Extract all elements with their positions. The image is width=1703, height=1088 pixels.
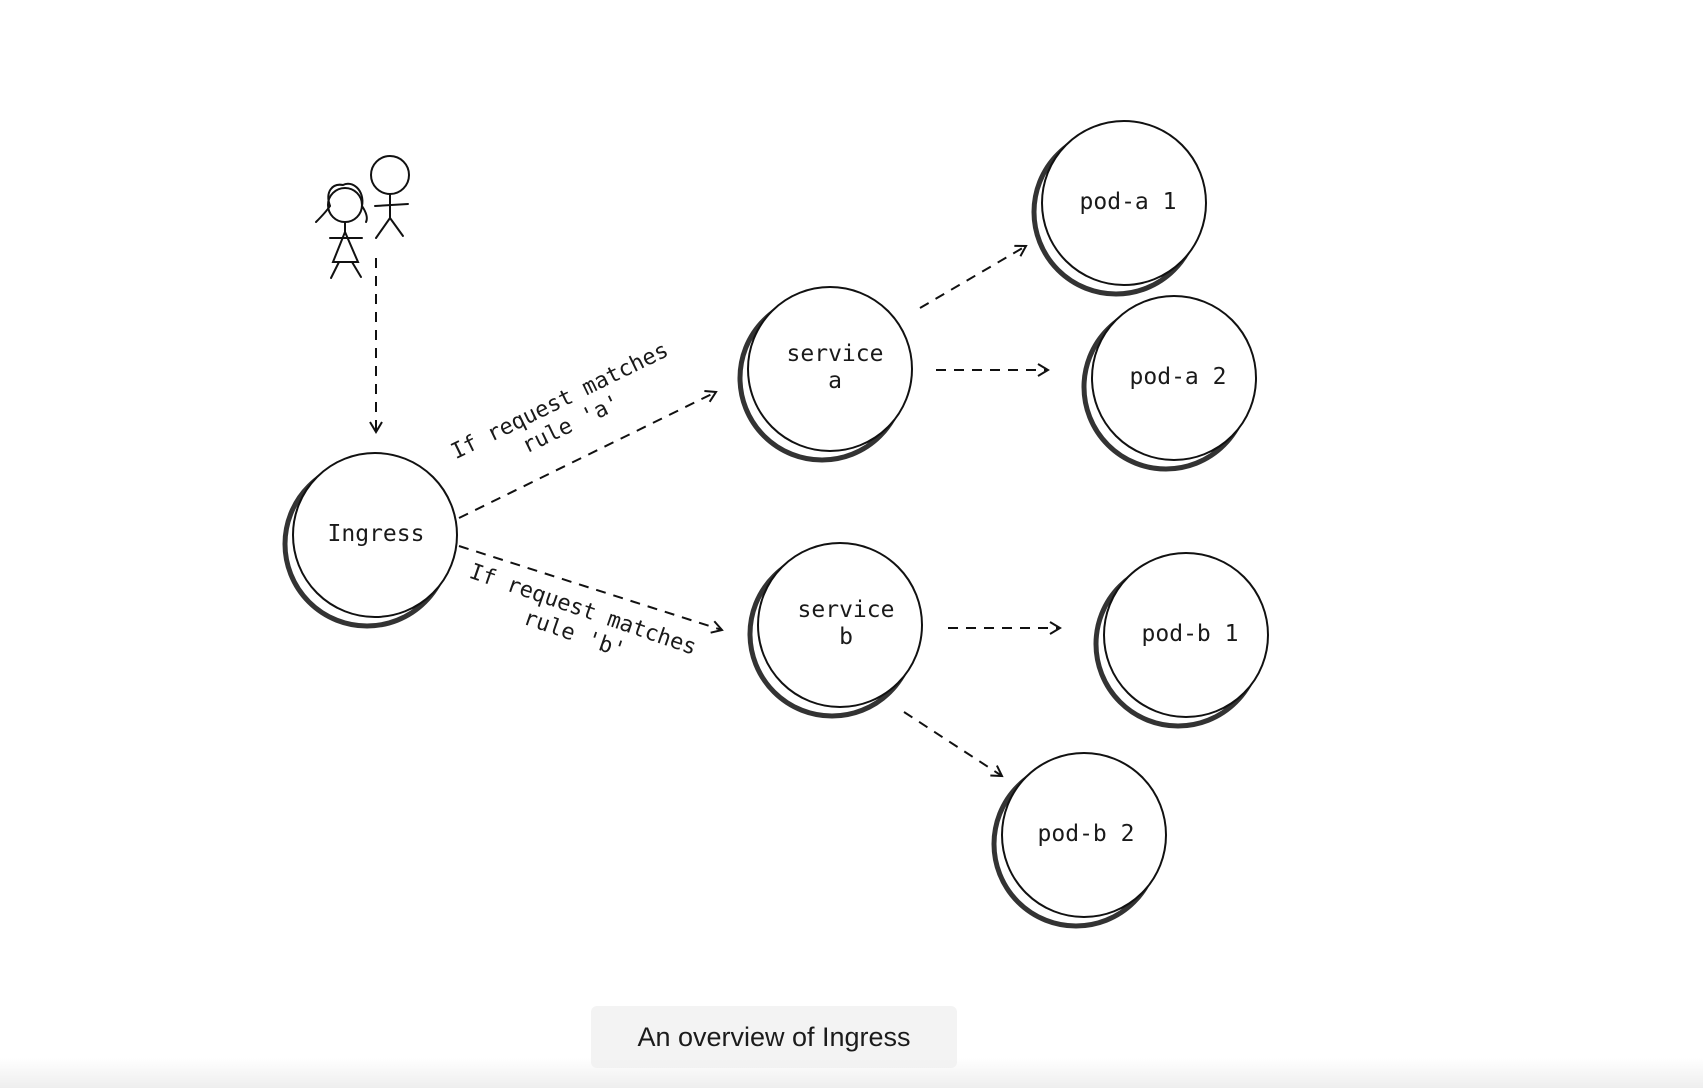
node-pod-b2-label: pod-b 2 — [1038, 821, 1135, 847]
node-service-a-sublabel: a — [828, 368, 842, 394]
edge-service-b-to-pod-b2 — [903, 711, 1004, 778]
node-pod-a2-label: pod-a 2 — [1130, 364, 1227, 390]
node-pod-a2: pod-a 2 — [1081, 295, 1257, 472]
users-icon — [315, 155, 410, 279]
edge-label-rule-a: If request matches rule 'a' — [447, 338, 672, 465]
caption-box: An overview of Ingress — [591, 1006, 957, 1068]
node-service-b-sublabel: b — [839, 624, 853, 650]
node-pod-a1: pod-a 1 — [1031, 120, 1207, 297]
node-service-a-label: service — [787, 341, 884, 367]
node-ingress-label: Ingress — [328, 521, 425, 547]
edge-ingress-to-service-a — [458, 390, 718, 519]
edge-service-a-to-pod-a1 — [919, 244, 1028, 309]
edge-label-rule-b: If request matches rule 'b' — [466, 559, 700, 663]
node-service-a: service a — [737, 286, 913, 463]
node-service-b-label: service — [798, 597, 895, 623]
node-pod-b1-label: pod-b 1 — [1142, 621, 1239, 647]
node-pod-a1-label: pod-a 1 — [1080, 189, 1177, 215]
node-ingress: Ingress — [282, 452, 458, 629]
edges — [369, 244, 1062, 778]
svg-text:If request matches: If request matches — [447, 338, 672, 465]
node-pod-b1: pod-b 1 — [1093, 552, 1269, 729]
caption-text: An overview of Ingress — [637, 1021, 911, 1052]
node-service-b: service b — [747, 542, 923, 719]
node-pod-b2: pod-b 2 — [991, 752, 1167, 929]
